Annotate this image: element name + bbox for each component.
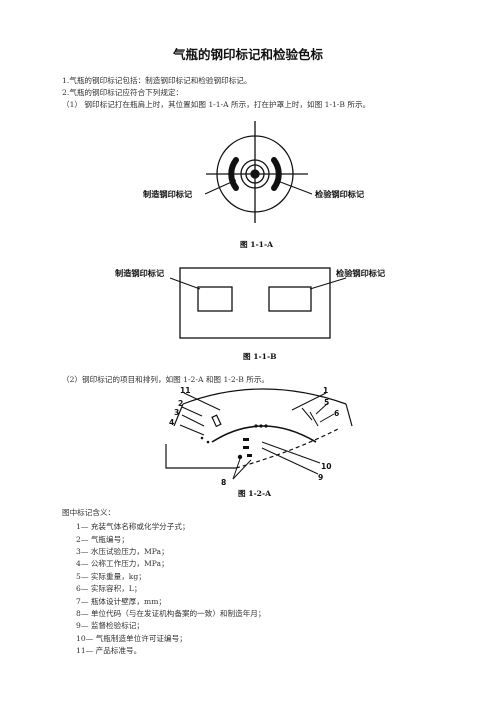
page-title: 气瓶的钢印标记和检验色标 xyxy=(172,47,323,62)
legend-item: 10— 气瓶制造单位许可证编号； xyxy=(76,634,187,643)
figure-1-1-a xyxy=(204,121,313,223)
legend-item: 1— 充装气体名称或化学分子式； xyxy=(76,522,190,531)
legend-item: 9— 监督检验标记； xyxy=(76,621,144,630)
fig-c-num-4: 4 xyxy=(169,418,174,427)
figure-1-2-a: 11 2 3 4 1 5 6 10 9 8 xyxy=(165,386,353,487)
legend-title: 图中标记含义： xyxy=(62,508,116,517)
legend-item: 4— 公称工作压力，MPa； xyxy=(76,559,169,568)
legend-item: 8— 单位代码（与在发证机构备案的一致）和制造年月； xyxy=(76,609,266,618)
fig-c-num-5: 5 xyxy=(324,398,329,407)
fig-b-caption: 图 1-1-B xyxy=(243,352,277,361)
fig-c-num-9: 9 xyxy=(318,473,323,482)
fig-b-left-label: 制造钢印标记 xyxy=(115,268,165,278)
para-2: （2）钢印标记的项目和排列，如图 1-2-A 和图 1-2-B 所示。 xyxy=(62,375,270,384)
legend-item: 5— 实际重量，kg； xyxy=(76,572,146,581)
fig-c-num-1: 1 xyxy=(323,386,328,395)
intro-line-2: 2.气瓶的钢印标记应符合下列规定： xyxy=(62,88,184,97)
legend-item: 6— 实际容积，L； xyxy=(76,584,142,593)
fig-a-caption: 图 1-1-A xyxy=(240,240,274,249)
fig-c-num-2: 2 xyxy=(178,399,183,408)
fig-c-num-6: 6 xyxy=(334,409,339,418)
fig-c-num-8: 8 xyxy=(221,478,226,487)
fig-a-left-label: 制造钢印标记 xyxy=(143,189,193,199)
fig-c-caption: 图 1-2-A xyxy=(238,489,272,498)
intro-line-3: （1） 钢印标记打在瓶肩上时，其位置如图 1-1-A 所示，打在护罩上时，如图 … xyxy=(62,100,371,109)
fig-c-num-10: 10 xyxy=(321,462,332,471)
legend-item: 7— 瓶体设计壁厚，mm； xyxy=(76,597,166,606)
figure-1-1-b-labels: 制造钢印标记 检验钢印标记 xyxy=(115,268,386,278)
fig-c-num-3: 3 xyxy=(174,408,179,417)
legend-item: 2— 气瓶编号； xyxy=(76,535,129,544)
figure-1-1-b xyxy=(169,267,347,339)
legend-item: 3— 水压试验压力，MPa； xyxy=(76,547,169,556)
fig-b-right-label: 检验钢印标记 xyxy=(336,268,386,278)
legend-item: 11— 产品标准号。 xyxy=(76,646,142,655)
intro-line-1: 1.气瓶的钢印标记包括：制造钢印标记和检验钢印标记。 xyxy=(62,76,252,85)
fig-c-num-11: 11 xyxy=(180,386,191,395)
fig-a-right-label: 检验钢印标记 xyxy=(315,189,365,199)
figure-1-1-a-labels: 制造钢印标记 检验钢印标记 xyxy=(143,189,365,199)
